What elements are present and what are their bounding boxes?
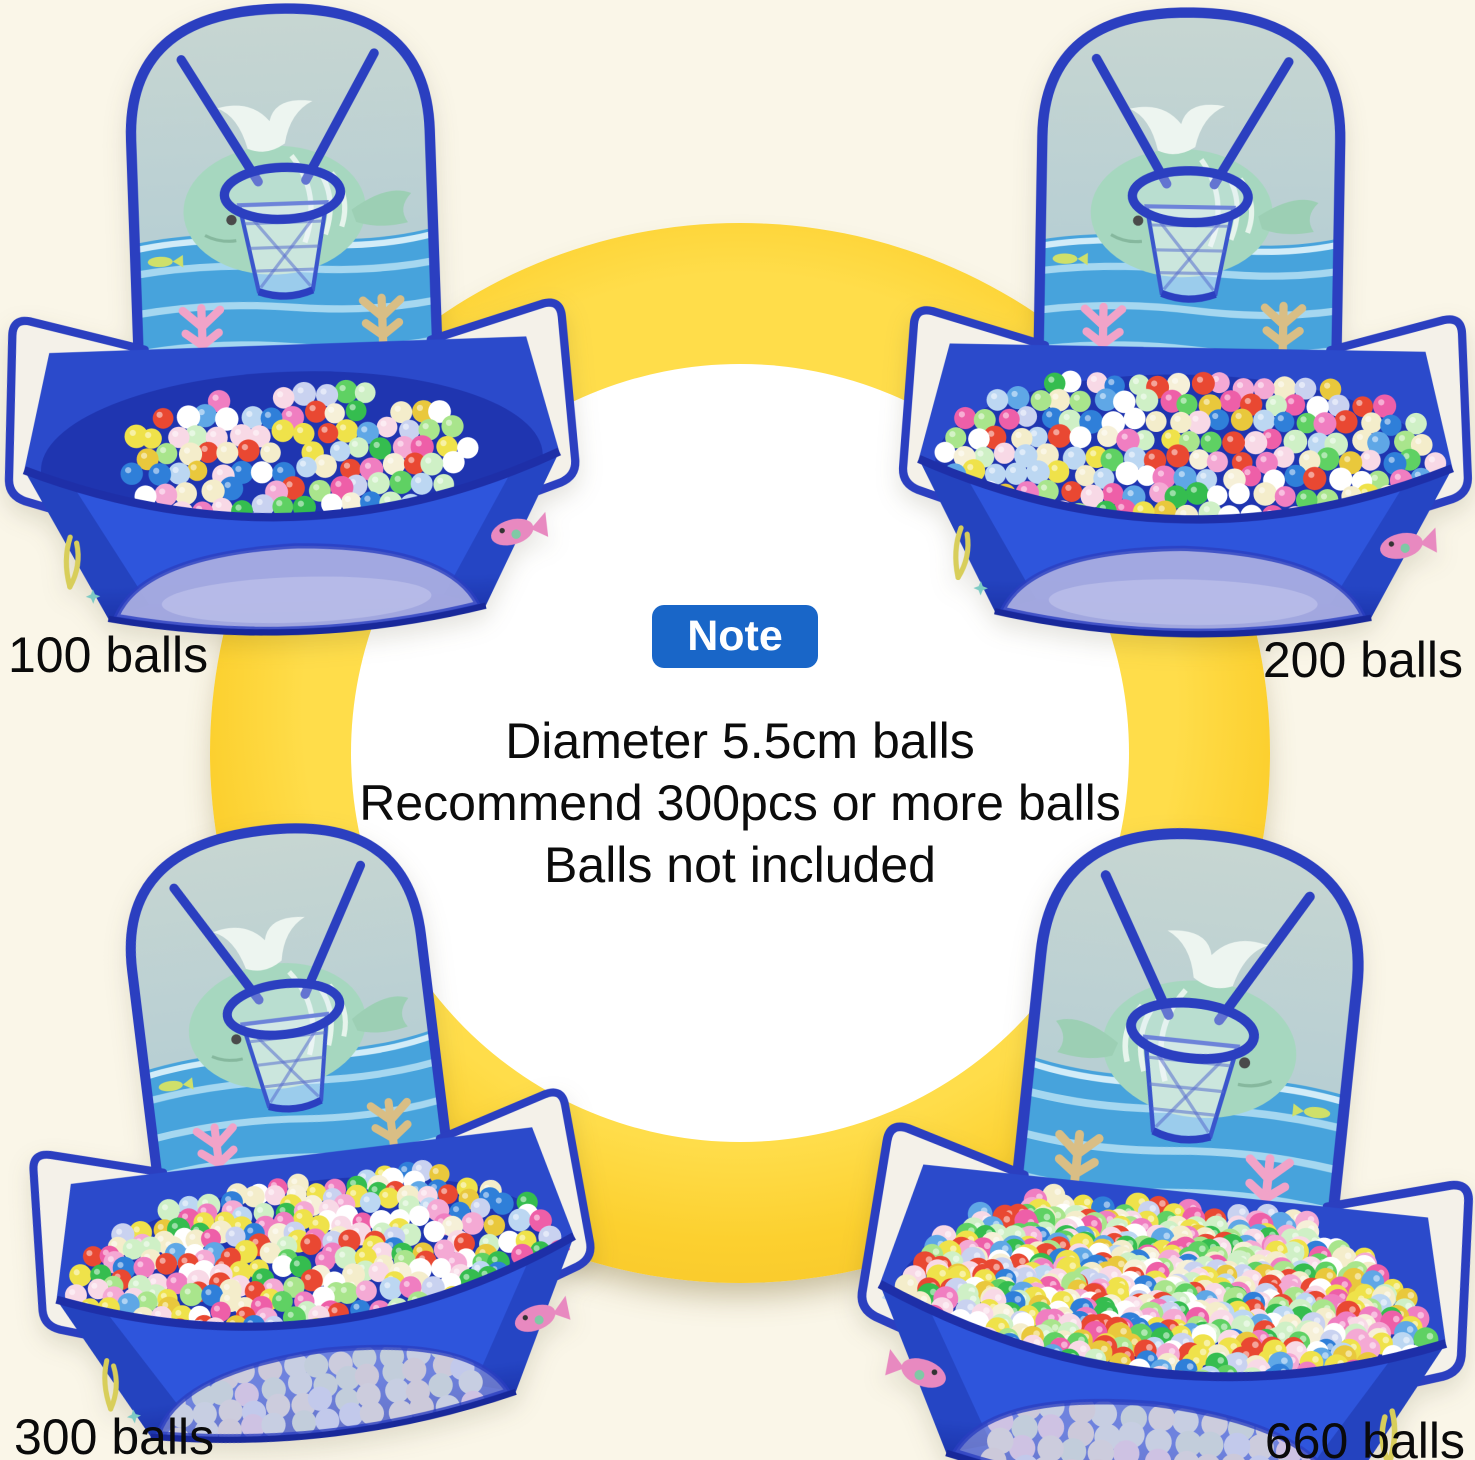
description-line-3: Balls not included [544,837,936,893]
description-line-1: Diameter 5.5cm balls [505,713,975,769]
ball-count-label-200: 200 balls [1262,632,1463,688]
ball-count-label-300: 300 balls [14,1409,215,1460]
ball-pit-photo-660-balls [823,784,1475,1460]
note-badge: Note [652,605,818,668]
ball-pit-photo-300-balls [0,779,629,1460]
ball-count-label-100: 100 balls [8,627,209,683]
description-line-2: Recommend 300pcs or more balls [359,775,1121,831]
ball-pit-photo-200-balls [882,0,1475,663]
note-description: Diameter 5.5cm balls Recommend 300pcs or… [238,710,1242,896]
ball-count-label-660: 660 balls [1264,1413,1465,1460]
ball-pit-photo-100-balls [0,0,599,666]
